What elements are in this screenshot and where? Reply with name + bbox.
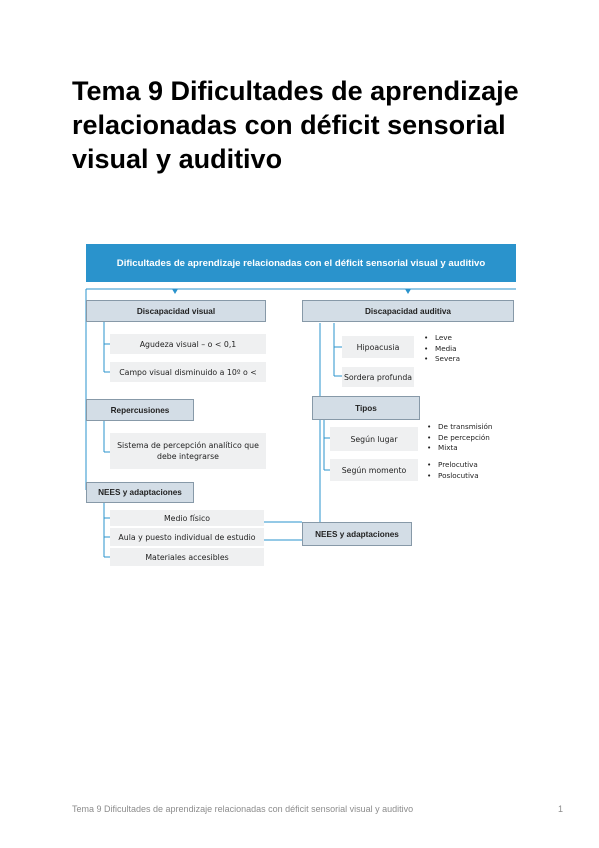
bullet-item: Poslocutiva (427, 471, 479, 482)
discapacidad-auditiva-box: Discapacidad auditiva (302, 300, 514, 322)
sordera-profunda-box: Sordera profunda (342, 367, 414, 387)
segun-momento-bullets: Prelocutiva Poslocutiva (427, 460, 479, 481)
bullet-item: Severa (424, 354, 460, 365)
footer-text: Tema 9 Dificultades de aprendizaje relac… (72, 804, 414, 814)
segun-momento-box: Según momento (330, 459, 418, 481)
arrow-down-icon (405, 289, 411, 294)
repercusiones-item: Sistema de percepción analítico que debe… (110, 433, 266, 469)
repercusiones-box: Repercusiones (86, 399, 194, 421)
bullet-item: De transmisión (427, 422, 492, 433)
nees-item-materiales: Materiales accesibles (110, 548, 264, 566)
nees-visual-box: NEES y adaptaciones (86, 482, 194, 503)
arrow-down-icon (172, 289, 178, 294)
bullet-item: Leve (424, 333, 460, 344)
segun-lugar-box: Según lugar (330, 427, 418, 451)
page-number: 1 (558, 804, 564, 814)
bullet-item: De percepción (427, 433, 492, 444)
nees-item-aula: Aula y puesto individual de estudio (110, 528, 264, 546)
hipoacusia-box: Hipoacusia (342, 336, 414, 358)
nees-item-medio-fisico: Medio físico (110, 510, 264, 526)
hipoacusia-bullets: Leve Media Severa (424, 333, 460, 365)
visual-item-agudeza: Agudeza visual – o < 0,1 (110, 334, 266, 354)
tipos-box: Tipos (312, 396, 420, 420)
diagram-header: Dificultades de aprendizaje relacionadas… (86, 244, 516, 282)
bullet-item: Prelocutiva (427, 460, 479, 471)
discapacidad-visual-box: Discapacidad visual (86, 300, 266, 322)
nees-auditiva-box: NEES y adaptaciones (302, 522, 412, 546)
segun-lugar-bullets: De transmisión De percepción Mixta (427, 422, 492, 454)
bullet-item: Media (424, 344, 460, 355)
page-title: Tema 9 Dificultades de aprendizaje relac… (72, 76, 519, 174)
bullet-item: Mixta (427, 443, 492, 454)
visual-item-campo: Campo visual disminuido a 10º o < (110, 362, 266, 382)
